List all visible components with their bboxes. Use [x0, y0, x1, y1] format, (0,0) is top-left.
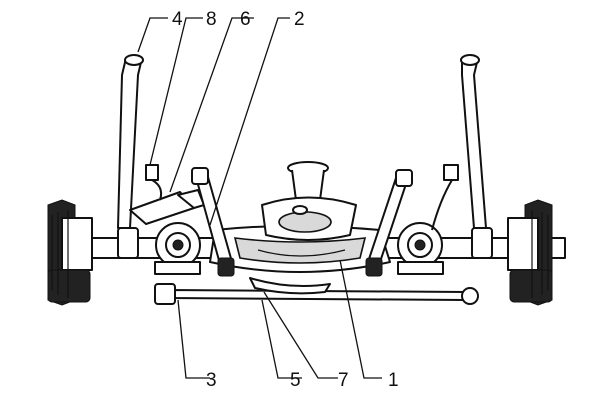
panhard-rod — [154, 283, 479, 305]
axle-housing — [79, 225, 566, 273]
leader-8 — [149, 17, 203, 166]
right-stabilizer-link — [431, 164, 459, 231]
callout-8: 8 — [206, 9, 217, 30]
left-wheel-hub — [47, 199, 93, 306]
lower-bracket — [249, 277, 331, 295]
callout-7: 7 — [338, 370, 349, 391]
left-spring-seat — [154, 222, 201, 275]
leader-2 — [209, 17, 290, 226]
callout-5: 5 — [290, 370, 301, 391]
left-trailing-arm — [117, 54, 144, 259]
right-trailing-arm — [460, 54, 493, 259]
callout-4: 4 — [172, 9, 183, 30]
leader-4 — [137, 17, 168, 53]
callout-1: 1 — [388, 370, 399, 391]
leader-7 — [263, 291, 338, 379]
left-shock-absorber — [129, 164, 205, 225]
leader-6 — [169, 17, 254, 193]
leader-3 — [177, 299, 210, 379]
callout-3: 3 — [206, 370, 217, 391]
right-wheel-hub — [507, 199, 553, 306]
leader-5 — [261, 299, 302, 379]
right-upper-link — [365, 169, 413, 277]
callout-2: 2 — [294, 9, 305, 30]
right-spring-seat — [397, 222, 444, 275]
leader-lines — [137, 17, 382, 379]
leader-1 — [339, 259, 382, 379]
callout-6: 6 — [240, 9, 251, 30]
differential-carrier — [261, 161, 357, 241]
